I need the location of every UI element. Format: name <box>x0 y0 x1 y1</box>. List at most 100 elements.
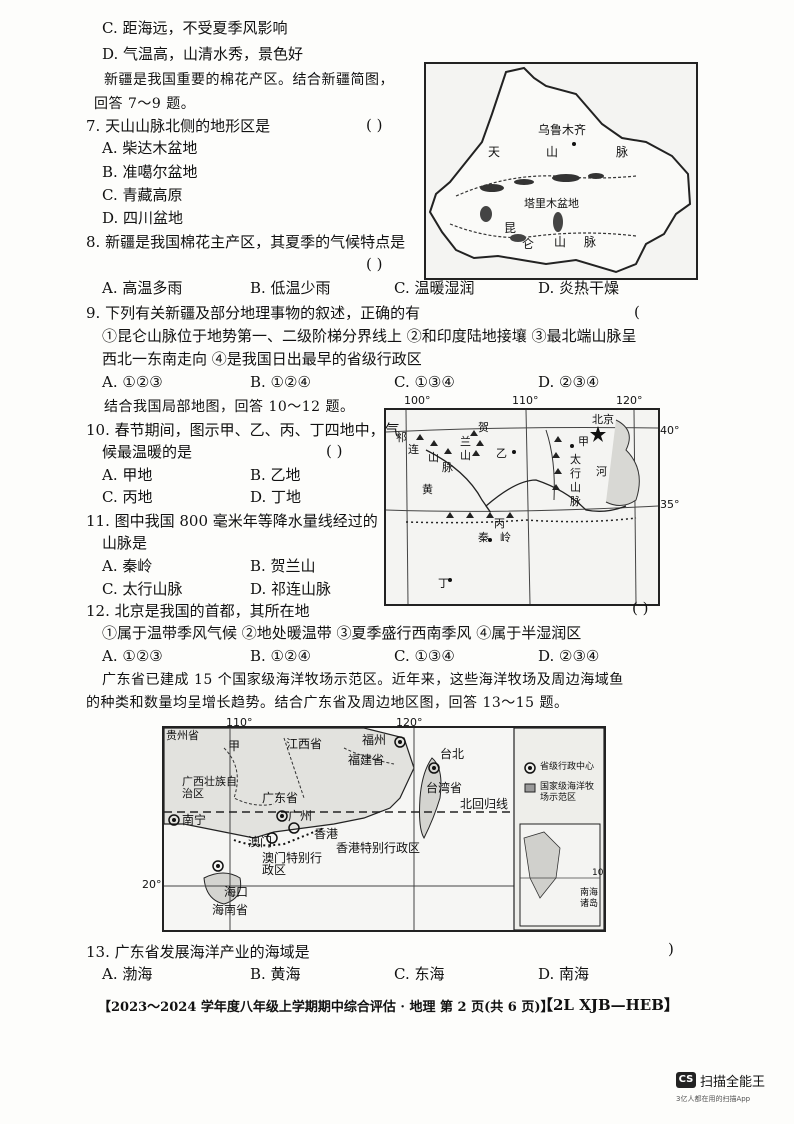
q9-option-b[interactable]: B. ①②④ <box>250 373 311 391</box>
q12-option-c[interactable]: C. ①③④ <box>394 647 455 665</box>
q8-option-a[interactable]: A. 高温多雨 <box>102 279 183 297</box>
q9-answer-bracket[interactable]: ( <box>634 303 640 321</box>
guangdong-lead-2: 的种类和数量均呈增长趋势。结合广东省及周边地区图，回答 13～15 题。 <box>86 695 569 711</box>
hk-sar-label: 香港特别行政区 <box>336 841 421 855</box>
qilian-shan-label: 山 <box>428 451 439 464</box>
q11-option-b[interactable]: B. 贺兰山 <box>250 557 316 575</box>
q9-statement-line-2: 西北一东南走向 ④是我国日出最早的省级行政区 <box>102 350 422 368</box>
guangdong-map: 贵州省 甲 江西省 福州 福建省 台北 台湾省 广西壮族自治区 广东省 广州 南… <box>162 726 606 932</box>
xinjiang-map: 乌鲁木齐 天 山 脉 塔里木盆地 昆 仑 山 脉 <box>424 62 698 280</box>
haikou-label: 海口 <box>224 885 249 899</box>
guangzhou-label: 广州 <box>288 809 313 823</box>
guangdong-map-svg <box>164 728 604 930</box>
q13-stem: 13. 广东省发展海洋产业的海域是 <box>86 943 310 961</box>
north-china-map: 北京 祁 连 山 脉 贺 兰 山 乙 黄 甲 太 行 山 脉 河 丙 秦 岭 丁 <box>384 408 660 606</box>
q8-option-b[interactable]: B. 低温少雨 <box>250 279 331 297</box>
q10-answer-bracket[interactable]: ( ) <box>326 442 343 460</box>
q10-option-d[interactable]: D. 丁地 <box>250 488 302 506</box>
fuzhou-label: 福州 <box>362 733 387 747</box>
helan-he-label: 贺 <box>478 421 489 434</box>
q7-option-c[interactable]: C. 青藏高原 <box>102 186 183 204</box>
qinling-qin-label: 秦 <box>478 531 489 544</box>
tropic-of-cancer-label: 北回归线 <box>460 797 509 811</box>
q11-stem-2: 山脉是 <box>102 534 148 552</box>
q7-stem: 7. 天山山脉北侧的地形区是 <box>86 117 271 135</box>
jia-label: 甲 <box>578 435 589 448</box>
q12-option-b[interactable]: B. ①②④ <box>250 647 311 665</box>
q9-option-c[interactable]: C. ①③④ <box>394 373 455 391</box>
q12-option-d[interactable]: D. ②③④ <box>538 647 600 665</box>
paper-code: 【2L XJB—HEB】 <box>538 996 679 1014</box>
kun-label: 昆 <box>504 221 517 235</box>
q8-option-d[interactable]: D. 炎热干燥 <box>538 279 620 297</box>
q7-option-d[interactable]: D. 四川盆地 <box>102 209 184 227</box>
helan-shan-label: 山 <box>460 449 471 462</box>
q9-option-d[interactable]: D. ②③④ <box>538 373 600 391</box>
taihang-mai-label: 脉 <box>570 495 581 508</box>
q8-answer-bracket[interactable]: ( ) <box>366 255 383 273</box>
guangxi-label: 广西壮族自治区 <box>182 775 237 800</box>
camscanner-logo-icon: CS <box>676 1072 696 1088</box>
q13-option-c[interactable]: C. 东海 <box>394 965 445 983</box>
q12-option-a[interactable]: A. ①②③ <box>102 647 163 665</box>
q11-option-a[interactable]: A. 秦岭 <box>102 557 153 575</box>
q11-option-c[interactable]: C. 太行山脉 <box>102 580 183 598</box>
nanning-label: 南宁 <box>182 813 207 827</box>
north-map-lon120: 120° <box>616 394 643 407</box>
kunlun-mai-label: 脉 <box>584 235 597 249</box>
north-lead: 结合我国局部地图，回答 10～12 题。 <box>104 399 355 415</box>
taihang-hang-label: 行 <box>570 467 581 480</box>
q13-option-b[interactable]: B. 黄海 <box>250 965 301 983</box>
q13-option-d[interactable]: D. 南海 <box>538 965 590 983</box>
north-map-lat40: 40° <box>660 424 680 437</box>
tian-label: 天 <box>488 145 501 159</box>
helan-lan-label: 兰 <box>460 435 471 448</box>
urumqi-label: 乌鲁木齐 <box>538 123 587 137</box>
north-map-lon110: 110° <box>512 394 539 407</box>
q10-option-a[interactable]: A. 甲地 <box>102 466 153 484</box>
q8-option-c[interactable]: C. 温暖湿润 <box>394 279 475 297</box>
q8-stem: 8. 新疆是我国棉花主产区，其夏季的气候特点是 <box>86 233 406 251</box>
legend-capital: 省级行政中心 <box>540 762 595 772</box>
q10-option-c[interactable]: C. 丙地 <box>102 488 153 506</box>
q11-option-d[interactable]: D. 祁连山脉 <box>250 580 332 598</box>
inset-lat-label: 10° <box>592 868 604 878</box>
jiangxi-label: 江西省 <box>286 737 323 751</box>
macau-city-label: 澳门 <box>248 835 273 849</box>
hk-city-label: 香港 <box>314 827 339 841</box>
mai-label: 脉 <box>616 145 629 159</box>
qi-label: 祁 <box>396 431 407 444</box>
q7-option-b[interactable]: B. 准噶尔盆地 <box>102 163 198 181</box>
taihang-shan-label: 山 <box>570 481 581 494</box>
shan-label: 山 <box>546 145 559 159</box>
lian-label: 连 <box>408 443 419 456</box>
q13-option-a[interactable]: A. 渤海 <box>102 965 153 983</box>
q7-answer-bracket[interactable]: ( ) <box>366 116 383 134</box>
q10-option-b[interactable]: B. 乙地 <box>250 466 301 484</box>
guizhou-label: 贵州省 <box>166 729 199 742</box>
q11-stem-1: 11. 图中我国 800 毫米年等降水量线经过的 <box>86 512 378 530</box>
gd-map-lon120: 120° <box>396 716 423 729</box>
q13-answer-bracket[interactable]: ) <box>668 940 674 958</box>
gd-map-lon110: 110° <box>226 716 253 729</box>
q12-answer-bracket[interactable]: ( ) <box>632 599 649 617</box>
macau-sar-label: 澳门特别行政区 <box>262 851 323 877</box>
xinjiang-lead-2: 回答 7～9 题。 <box>94 96 196 112</box>
q10-stem-2: 候最温暖的是 <box>102 443 193 461</box>
he-label: 河 <box>596 465 607 478</box>
kunlun-shan-label: 山 <box>554 235 567 249</box>
bing-label: 丙 <box>494 517 505 530</box>
gd-jia-label: 甲 <box>228 739 241 753</box>
hainan-label: 海南省 <box>212 903 249 917</box>
q9-option-a[interactable]: A. ①②③ <box>102 373 163 391</box>
tarim-label: 塔里木盆地 <box>524 197 579 210</box>
legend-ranch: 国家级海洋牧场示范区 <box>540 782 595 803</box>
taibei-label: 台北 <box>440 747 465 761</box>
north-map-lat35: 35° <box>660 498 680 511</box>
ding-label: 丁 <box>438 577 449 590</box>
q9-statement-line-1: ①昆仑山脉位于地势第一、二级阶梯分界线上 ②和印度陆地接壤 ③最北端山脉呈 <box>102 327 637 345</box>
guangdong-province-label: 广东省 <box>262 791 299 805</box>
q7-option-a[interactable]: A. 柴达木盆地 <box>102 139 198 157</box>
q12-statements: ①属于温带季风气候 ②地处暖温带 ③夏季盛行西南季风 ④属于半湿润区 <box>102 624 582 642</box>
